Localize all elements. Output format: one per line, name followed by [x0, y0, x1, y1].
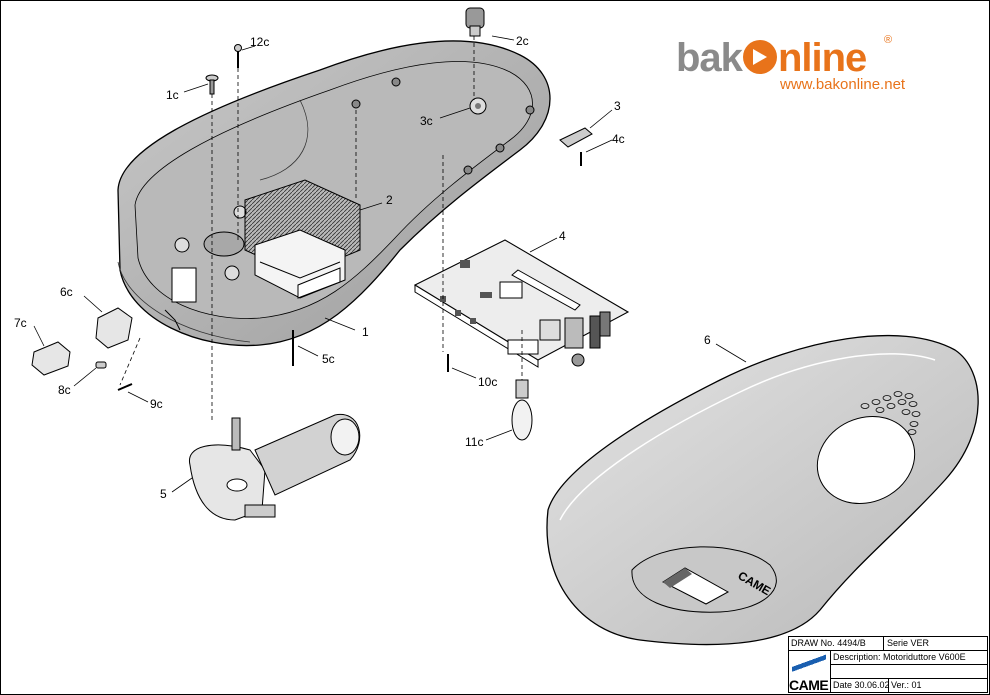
date-label: Date: [833, 680, 853, 690]
serie-value: VER: [910, 638, 930, 648]
logo-arrow-icon: [742, 40, 777, 74]
brand-name: CAME: [789, 677, 829, 693]
callout-5: 5: [160, 487, 167, 501]
callout-10c: 10c: [478, 375, 497, 389]
switch-part-7c: [31, 341, 71, 376]
serie-label: Serie: [887, 638, 909, 648]
registered-mark: ®: [884, 34, 893, 46]
callout-1: 1: [362, 325, 369, 339]
came-brand-logo: CAME: [788, 650, 831, 693]
description: Description: Motoriduttore V600E: [833, 652, 966, 662]
draw-number: DRAW No. 4494/B: [791, 638, 866, 648]
bakonline-logo: bak nline ® www.bakonline.net: [676, 34, 946, 96]
callout-3: 3: [614, 99, 621, 113]
gearmotor-part-5: [189, 414, 361, 521]
brand-stripe-icon: [792, 654, 826, 674]
callout-labels: 1c 12c 2c 3c 3 4c 2 4 1 5c 6c 7c 8c 9c 1…: [14, 34, 711, 501]
screw-part-12c: [234, 44, 242, 68]
version-value: 01: [911, 680, 922, 690]
callout-5c: 5c: [322, 352, 335, 366]
logo-wordmark: bak nline: [676, 36, 867, 81]
callout-9c: 9c: [150, 397, 163, 411]
transformer-part-2: [244, 179, 361, 299]
logo-text-bak: bak: [676, 36, 743, 80]
bracket-part-6c: [95, 307, 133, 349]
draw-number-label: DRAW No.: [791, 638, 835, 648]
logo-text-online: nline: [777, 36, 867, 80]
callout-7c: 7c: [14, 316, 27, 330]
callout-3c: 3c: [420, 114, 433, 128]
pin-part-8c: [95, 361, 107, 369]
leader-lines: [33, 35, 747, 493]
screw-part-1c: [205, 74, 219, 95]
logo-url: www.bakonline.net: [780, 76, 906, 93]
callout-6c: 6c: [60, 285, 73, 299]
control-board-part-4: [413, 239, 630, 368]
description-label: Description:: [833, 652, 881, 662]
date-value: 30.06.02: [854, 680, 890, 690]
lamp-bulb-part-11c: [511, 379, 533, 441]
assembly-lines: [119, 36, 523, 420]
cover-part-6: CAME: [546, 334, 979, 646]
version: Ver.: 01: [891, 680, 922, 690]
cable-gland-part-2c: [465, 7, 485, 37]
callout-2c: 2c: [516, 34, 529, 48]
callout-12c: 12c: [250, 35, 269, 49]
callout-8c: 8c: [58, 383, 71, 397]
callout-4: 4: [559, 229, 566, 243]
bracket-part-3: [559, 127, 593, 148]
draw-number-value: 4494/B: [837, 638, 866, 648]
version-label: Ver.:: [891, 680, 910, 690]
serie: Serie VER: [887, 638, 929, 648]
callout-11c: 11c: [465, 435, 483, 449]
date: Date 30.06.02: [833, 680, 890, 690]
title-block: DRAW No. 4494/B Serie VER CAME Descripti…: [788, 636, 988, 693]
description-value: Motoriduttore V600E: [883, 652, 966, 662]
callout-6: 6: [704, 333, 711, 347]
screw-part-9c: [117, 383, 133, 391]
callout-1c: 1c: [166, 88, 179, 102]
callout-4c: 4c: [612, 132, 625, 146]
callout-2: 2: [386, 193, 393, 207]
